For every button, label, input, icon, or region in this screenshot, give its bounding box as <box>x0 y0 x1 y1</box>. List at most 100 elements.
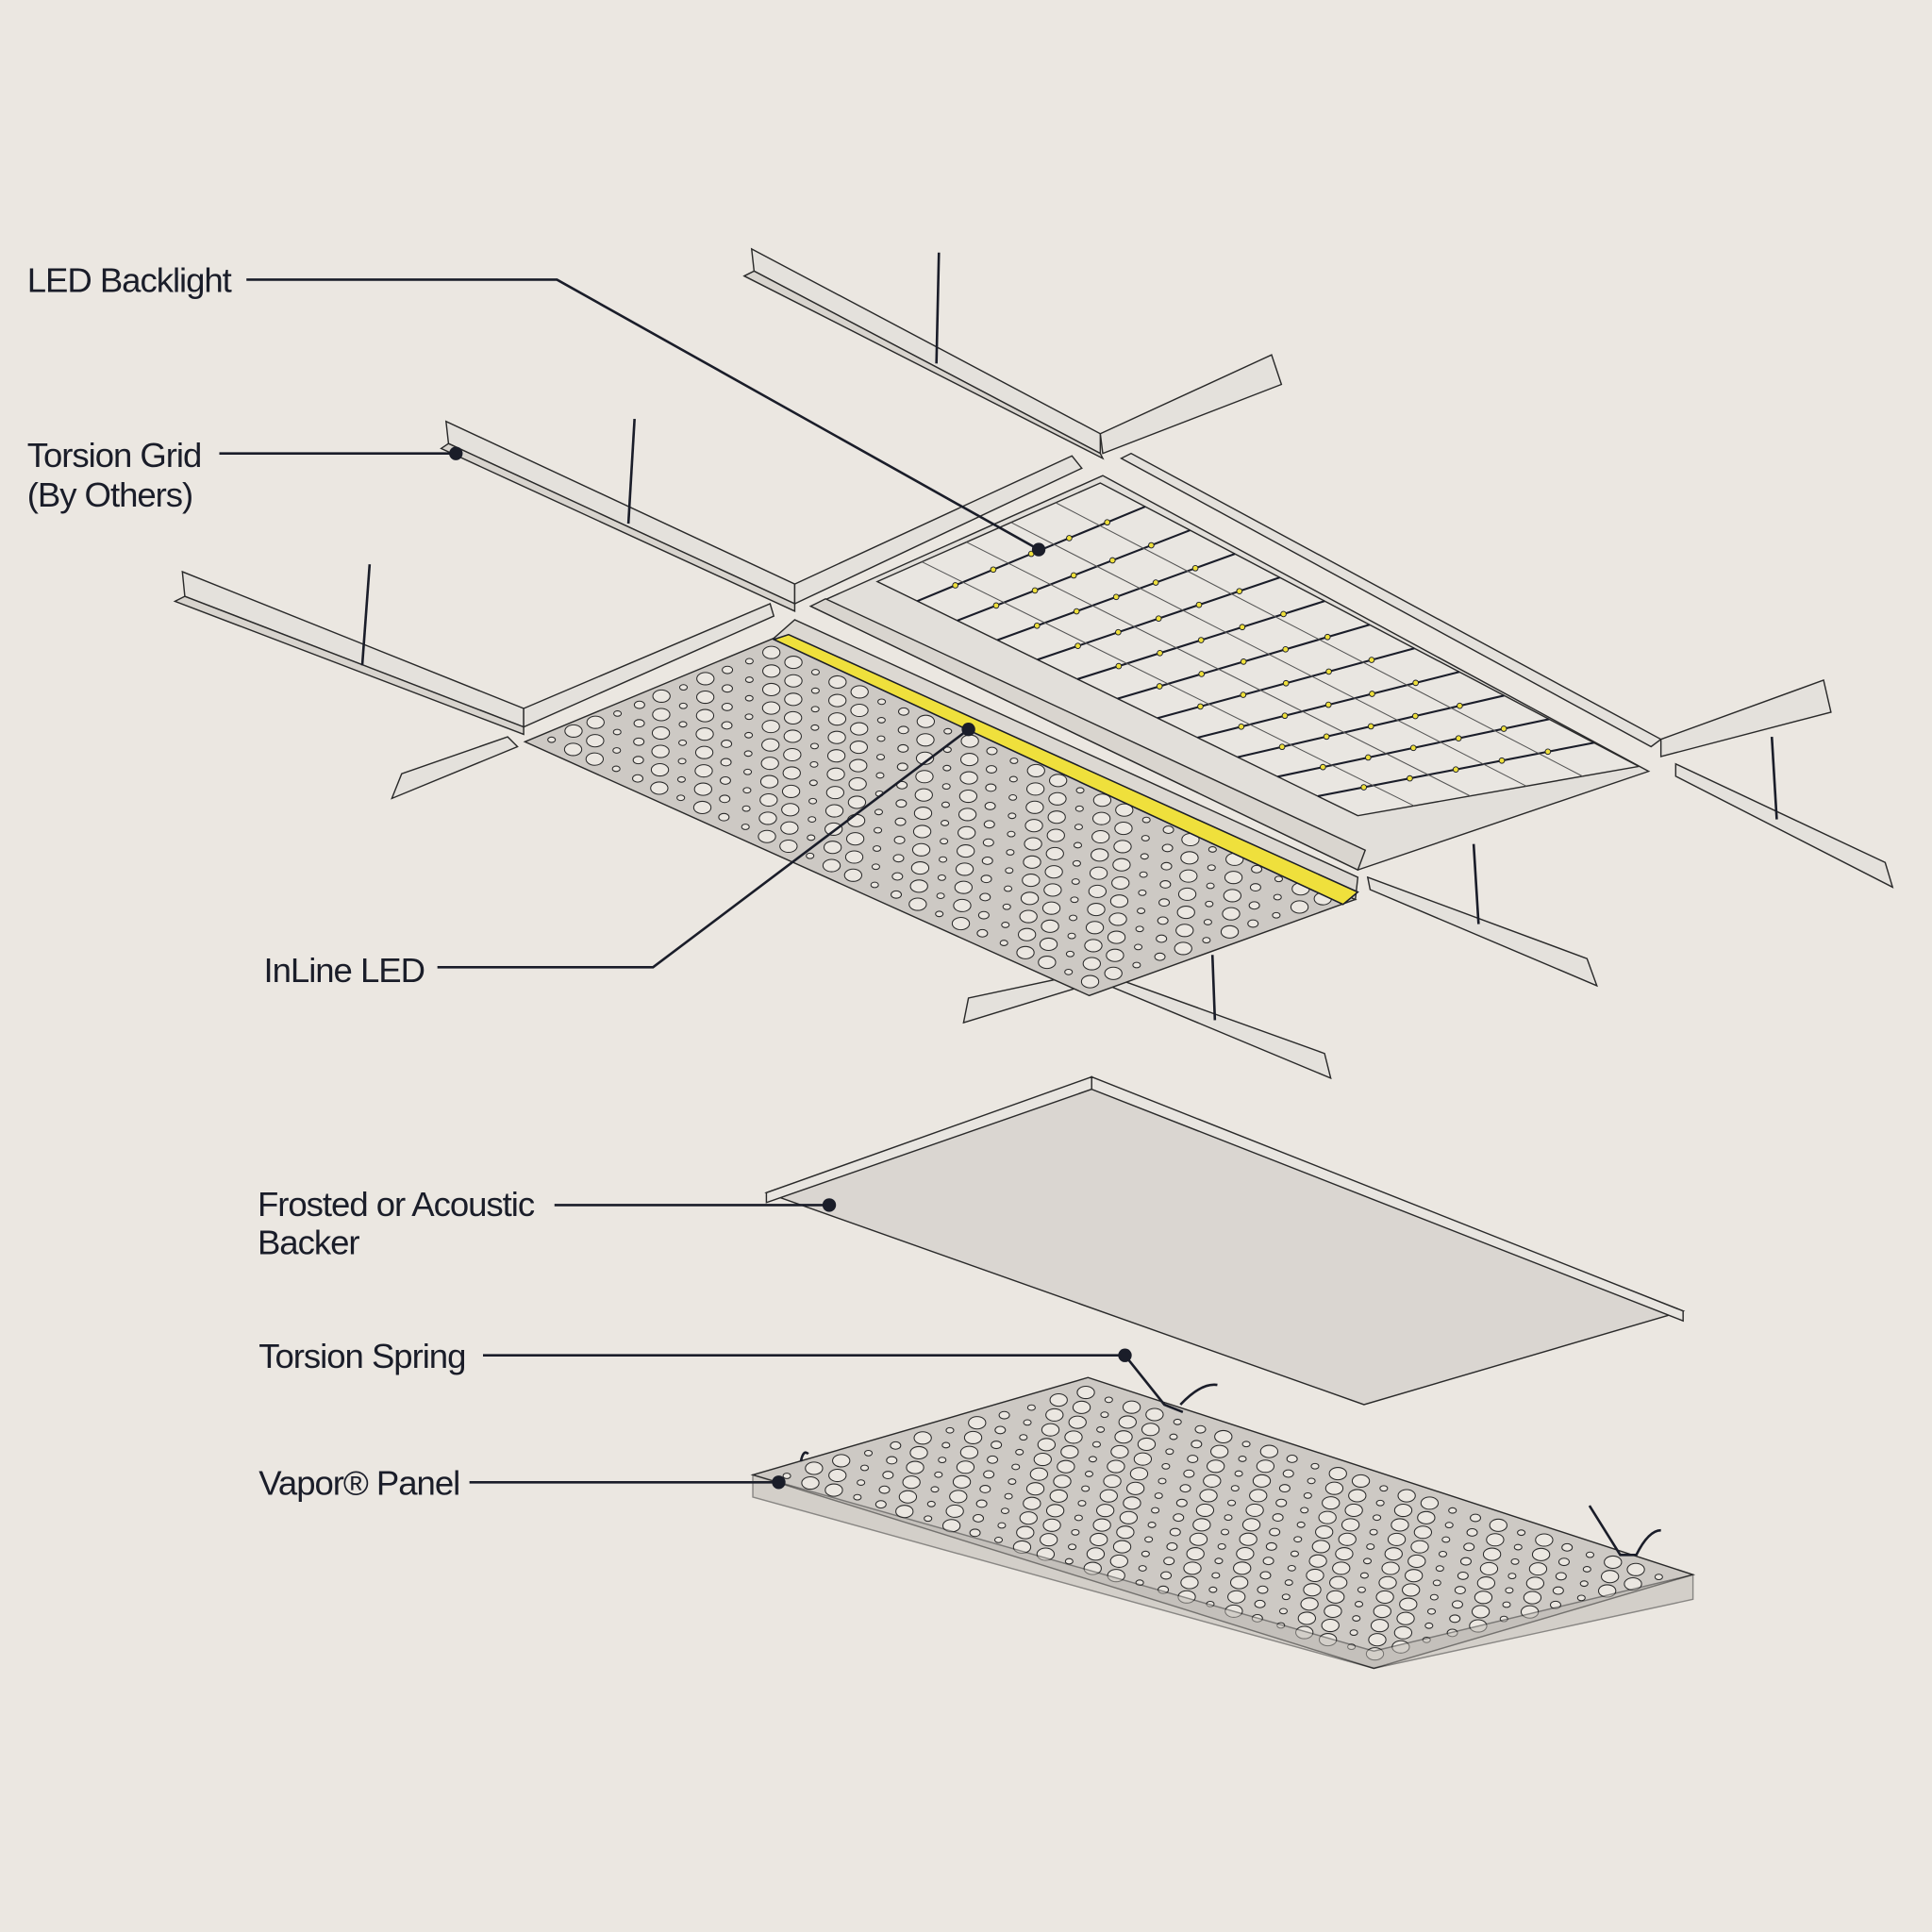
perforation-hole <box>1041 919 1059 933</box>
perforation-hole <box>832 1454 851 1468</box>
perforation-hole <box>633 700 645 709</box>
led-dot <box>1452 766 1459 774</box>
perforation-hole <box>1022 874 1041 888</box>
perforation-hole <box>808 816 817 823</box>
perforation-hole <box>1060 1445 1079 1459</box>
perforation-hole <box>1287 1564 1296 1572</box>
perforation-hole <box>1318 1510 1337 1524</box>
perforation-hole <box>783 729 802 743</box>
perforation-hole <box>1075 787 1085 794</box>
perforation-hole <box>945 1426 955 1434</box>
perforation-hole <box>1513 1543 1523 1551</box>
perforation-hole <box>1341 1518 1360 1532</box>
perforation-hole <box>782 1473 791 1479</box>
perforation-hole <box>807 834 816 841</box>
perforation-hole <box>1486 1533 1505 1547</box>
perforation-hole <box>781 784 801 798</box>
perforation-hole <box>759 774 779 789</box>
perforation-hole <box>1224 1514 1233 1522</box>
perforation-hole <box>1293 1536 1303 1543</box>
perforation-hole <box>1348 1489 1367 1503</box>
perforation-hole <box>824 1483 843 1497</box>
perforation-hole <box>1278 1607 1289 1615</box>
perforation-hole <box>1080 974 1100 989</box>
led-dot <box>1323 733 1330 741</box>
perforation-hole <box>1092 793 1112 808</box>
perforation-hole <box>586 715 605 729</box>
perforation-hole <box>761 682 781 697</box>
perforation-hole <box>1245 1503 1264 1517</box>
perforation-hole <box>1459 1557 1472 1566</box>
perforation-hole <box>909 879 928 893</box>
perforation-hole <box>810 724 820 731</box>
perforation-hole <box>941 820 950 826</box>
perforation-hole <box>891 890 903 899</box>
perforation-hole <box>1119 1510 1139 1524</box>
perforation-hole <box>1107 930 1126 944</box>
perforation-hole <box>1091 829 1110 844</box>
perforation-hole <box>1088 1456 1097 1463</box>
perforation-hole <box>781 803 800 817</box>
perforation-hole <box>871 863 880 871</box>
torsion-grid <box>173 247 1894 1080</box>
perforation-hole <box>898 1490 918 1504</box>
perforation-hole <box>1057 1459 1075 1474</box>
perforation-hole <box>1091 1441 1102 1448</box>
perforation-hole <box>613 710 623 717</box>
perforation-hole <box>976 928 989 938</box>
perforation-hole <box>784 656 803 670</box>
perforation-hole <box>897 707 909 716</box>
perforation-hole <box>1024 819 1043 833</box>
perforation-hole <box>951 917 971 931</box>
perforation-hole <box>632 774 644 783</box>
perforation-hole <box>963 1430 983 1444</box>
led-dot <box>1066 535 1073 541</box>
perforation-hole <box>1525 1576 1545 1591</box>
perforation-hole <box>1076 1385 1095 1400</box>
perforation-hole <box>1147 1522 1157 1528</box>
perforation-hole <box>695 727 714 741</box>
perforation-hole <box>1399 1597 1418 1611</box>
led-grid-divider <box>1010 522 1527 787</box>
perforation-hole <box>1157 916 1169 925</box>
perforation-hole <box>1368 1633 1387 1647</box>
led-backlight <box>808 475 1651 872</box>
perforation-hole <box>721 721 733 730</box>
perforation-hole <box>1177 887 1197 901</box>
perforation-hole <box>942 764 952 772</box>
perforation-hole <box>1173 1418 1182 1425</box>
perforation-hole <box>1557 1557 1570 1567</box>
label-led-backlight: LED Backlight <box>27 261 232 300</box>
perforation-hole <box>1324 1481 1344 1495</box>
perforation-hole <box>1082 957 1101 971</box>
led-dot <box>1198 671 1206 677</box>
led-dot <box>1152 579 1159 586</box>
led-dot <box>1368 657 1375 663</box>
perforation-hole <box>1373 1514 1382 1522</box>
perforation-hole <box>678 721 688 728</box>
perforation-hole <box>1552 1586 1564 1595</box>
perforation-hole <box>1044 865 1063 879</box>
perforation-hole <box>1397 1489 1416 1503</box>
led-dot <box>1195 601 1203 608</box>
perforation-hole <box>845 832 865 846</box>
perforation-hole <box>874 1500 887 1509</box>
perforation-hole <box>1207 1459 1225 1474</box>
led-dot <box>1197 703 1204 710</box>
perforation-hole <box>1115 803 1134 817</box>
perforation-hole <box>1138 1565 1147 1572</box>
led-dot <box>1031 587 1039 594</box>
perforation-hole <box>1023 1419 1032 1426</box>
perforation-hole <box>941 783 951 791</box>
perforation-hole <box>1180 1575 1199 1590</box>
perforation-hole <box>1084 1471 1094 1477</box>
perforation-hole <box>1139 871 1148 878</box>
perforation-hole <box>1249 1489 1268 1503</box>
led-dot <box>1070 572 1077 579</box>
perforation-hole <box>999 940 1008 946</box>
perforation-hole <box>824 822 843 836</box>
perforation-hole <box>1257 1585 1269 1594</box>
perforation-hole <box>1141 1550 1150 1557</box>
led-dot <box>1240 691 1247 698</box>
perforation-hole <box>1505 1587 1514 1594</box>
